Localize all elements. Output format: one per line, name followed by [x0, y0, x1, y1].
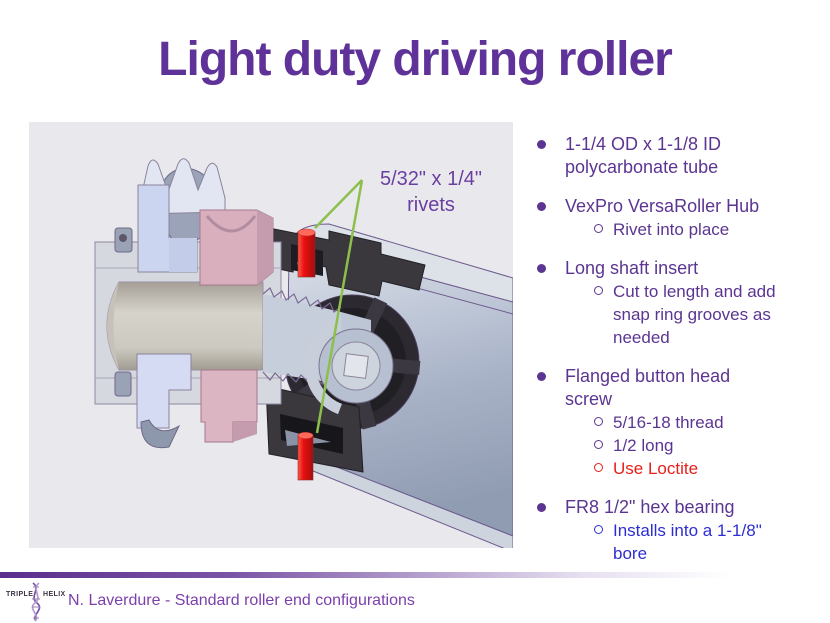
- logo-word-triple: TRIPLE: [6, 591, 33, 598]
- bullet-group-bearing: FR8 1/2" hex bearing Installs into a 1-1…: [532, 496, 827, 565]
- bullet-text: VexPro VersaRoller Hub: [565, 196, 760, 216]
- bullet-text: polycarbonate tube: [565, 157, 719, 177]
- sub-bullet-marker: [594, 463, 603, 472]
- sub-bullet-text-warning: Use Loctite: [613, 459, 699, 478]
- bullet-text: Flanged button head: [565, 366, 731, 386]
- hex-bore-square: [343, 353, 369, 379]
- bullet-group-shaft: Long shaft insert Cut to length and add …: [532, 257, 827, 349]
- sub-bullet-text: 1/2 long: [613, 436, 674, 455]
- rivet-annotation-line2: rivets: [407, 194, 455, 216]
- roller-cross-section-illustration: 5/32" x 1/4" rivets: [94, 158, 514, 553]
- sub-bullet-marker: [594, 417, 603, 426]
- hub-spacer-bottom: [200, 369, 258, 443]
- dna-helix-icon: [31, 582, 41, 622]
- sub-bullet-marker: [594, 286, 603, 295]
- sub-bullet-text: Cut to length and add: [613, 282, 776, 301]
- footer-gradient-bar: [0, 572, 830, 578]
- bullet-list: 1-1/4 OD x 1-1/8 ID polycarbonate tube V…: [532, 133, 827, 581]
- hub-spacer-top: [199, 209, 274, 286]
- bullet-marker: [537, 264, 546, 273]
- bullet-text: Long shaft insert: [565, 258, 699, 278]
- sub-bullet-text: snap ring grooves as: [613, 305, 771, 324]
- bullet-marker: [537, 140, 546, 149]
- bullet-text: screw: [565, 389, 613, 409]
- footer-credit-text: N. Laverdure - Standard roller end confi…: [68, 592, 415, 609]
- sub-bullet-text: bore: [613, 544, 648, 563]
- bullet-text: FR8 1/2" hex bearing: [565, 497, 735, 517]
- page-title: Light duty driving roller: [158, 33, 673, 86]
- sub-bullet-text: 5/16-18 thread: [613, 413, 724, 432]
- logo-word-helix: HELIX: [43, 591, 66, 598]
- bullet-marker: [537, 503, 546, 512]
- bullet-text: 1-1/4 OD x 1-1/8 ID: [565, 134, 722, 154]
- rivet-annotation-line1: 5/32" x 1/4": [380, 168, 482, 190]
- sub-bullet-marker: [594, 440, 603, 449]
- sub-bullet-text: Rivet into place: [613, 220, 730, 239]
- flanged-button-head-screw: [304, 317, 394, 415]
- triple-helix-logo: TRIPLE HELIX: [6, 582, 66, 622]
- rivet-leader-lines: [314, 179, 364, 434]
- sub-bullet-text: needed: [613, 328, 670, 347]
- bullet-group-hub: VexPro VersaRoller Hub Rivet into place: [532, 195, 827, 241]
- bullet-marker: [537, 202, 546, 211]
- cad-diagram-panel: 5/32" x 1/4" rivets: [29, 122, 514, 553]
- sub-bullet-text: Installs into a 1-1/8": [613, 521, 762, 540]
- sprocket-bottom-section: [136, 353, 192, 449]
- bullet-marker: [537, 372, 546, 381]
- bullet-group-screw: Flanged button head screw 5/16-18 thread…: [532, 365, 827, 480]
- sub-bullet-marker: [594, 224, 603, 233]
- sub-bullet-marker: [594, 525, 603, 534]
- rivet-top: [297, 228, 316, 278]
- rivet-bottom: [297, 431, 314, 481]
- bullet-group-tube: 1-1/4 OD x 1-1/8 ID polycarbonate tube: [532, 133, 827, 179]
